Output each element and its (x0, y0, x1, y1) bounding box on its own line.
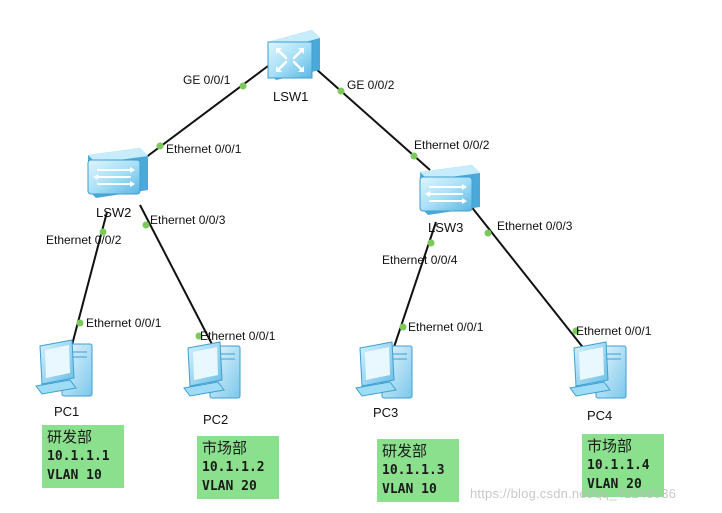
port-dot-lsw1-ge002 (337, 87, 345, 95)
device-label-lsw1: LSW1 (273, 89, 308, 104)
pc1-computer-icon[interactable] (35, 339, 93, 397)
port-label-lsw3-eth002: Ethernet 0/0/2 (414, 138, 490, 152)
port-label-lsw3-eth003: Ethernet 0/0/3 (497, 219, 573, 233)
pc4-computer-icon[interactable] (569, 341, 627, 399)
device-label-pc4: PC4 (587, 408, 612, 423)
port-label-lsw1-ge001: GE 0/0/1 (183, 73, 231, 87)
watermark-url: https://blog.csdn.net/qq_42248536 (470, 486, 677, 501)
info-box-department: 市场部 (202, 439, 248, 457)
info-box-vlan: VLAN 10 (47, 468, 102, 483)
lsw2-switch-icon[interactable] (87, 148, 148, 198)
port-dots (76, 82, 580, 340)
info-box-vlan: VLAN 20 (587, 477, 642, 492)
link-lsw1-lsw3 (314, 67, 431, 171)
device-label-pc3: PC3 (373, 405, 398, 420)
port-label-pc3-eth001: Ethernet 0/0/1 (408, 320, 484, 334)
port-dot-pc2-eth001 (195, 332, 203, 340)
pc3-computer-icon[interactable] (355, 341, 413, 399)
info-box-department: 研发部 (382, 442, 428, 460)
pc2-computer-icon[interactable] (183, 341, 241, 399)
port-dot-pc3-eth001 (399, 323, 407, 331)
info-box-ip: 10.1.1.2 (202, 460, 265, 475)
port-label-pc2-eth001: Ethernet 0/0/1 (200, 329, 276, 343)
port-dot-lsw2-eth001 (156, 142, 164, 150)
lsw3-switch-icon[interactable] (419, 165, 480, 215)
link-lsw1-lsw2 (144, 65, 269, 159)
links (71, 65, 586, 351)
port-labels: GE 0/0/1 GE 0/0/2 Ethernet 0/0/1 Etherne… (46, 73, 652, 343)
port-label-lsw3-eth004: Ethernet 0/0/4 (382, 253, 458, 267)
port-dot-lsw1-ge001 (239, 82, 247, 90)
port-label-lsw2-eth001: Ethernet 0/0/1 (166, 142, 242, 156)
device-labels: LSW1 LSW2 LSW3 PC1 PC2 PC3 PC4 (54, 89, 612, 427)
port-label-lsw2-eth003: Ethernet 0/0/3 (150, 213, 226, 227)
port-dot-lsw3-eth003 (484, 229, 492, 237)
info-box-department: 研发部 (47, 428, 93, 446)
link-lsw3-pc4 (469, 204, 586, 351)
link-lsw2-pc2 (139, 204, 216, 351)
port-dot-lsw3-eth002 (410, 152, 418, 160)
info-box-vlan: VLAN 10 (382, 482, 437, 497)
device-label-lsw3: LSW3 (428, 220, 463, 235)
port-dot-lsw2-eth003 (142, 221, 150, 229)
device-label-pc1: PC1 (54, 404, 79, 419)
port-dot-pc1-eth001 (76, 319, 84, 327)
info-box-vlan: VLAN 20 (202, 479, 257, 494)
port-label-lsw2-eth002: Ethernet 0/0/2 (46, 233, 122, 247)
info-box-ip: 10.1.1.3 (382, 463, 445, 478)
info-box-ip: 10.1.1.1 (47, 449, 110, 464)
port-label-lsw1-ge002: GE 0/0/2 (347, 78, 395, 92)
port-dot-pc4-eth001 (572, 327, 580, 335)
info-box-pc1: 研发部 10.1.1.1 VLAN 10 (42, 425, 124, 488)
info-box-pc2: 市场部 10.1.1.2 VLAN 20 (197, 436, 279, 499)
device-label-lsw2: LSW2 (96, 205, 131, 220)
port-dot-lsw2-eth002 (99, 228, 107, 236)
port-dot-lsw3-eth004 (427, 239, 435, 247)
info-box-department: 市场部 (587, 437, 633, 455)
info-box-ip: 10.1.1.4 (587, 458, 650, 473)
device-label-pc2: PC2 (203, 412, 228, 427)
port-label-pc4-eth001: Ethernet 0/0/1 (576, 324, 652, 338)
lsw1-switch-icon[interactable] (267, 30, 320, 80)
port-label-pc1-eth001: Ethernet 0/0/1 (86, 316, 162, 330)
info-box-pc4: 市场部 10.1.1.4 VLAN 20 (582, 434, 664, 497)
info-box-pc3: 研发部 10.1.1.3 VLAN 10 (377, 439, 459, 502)
